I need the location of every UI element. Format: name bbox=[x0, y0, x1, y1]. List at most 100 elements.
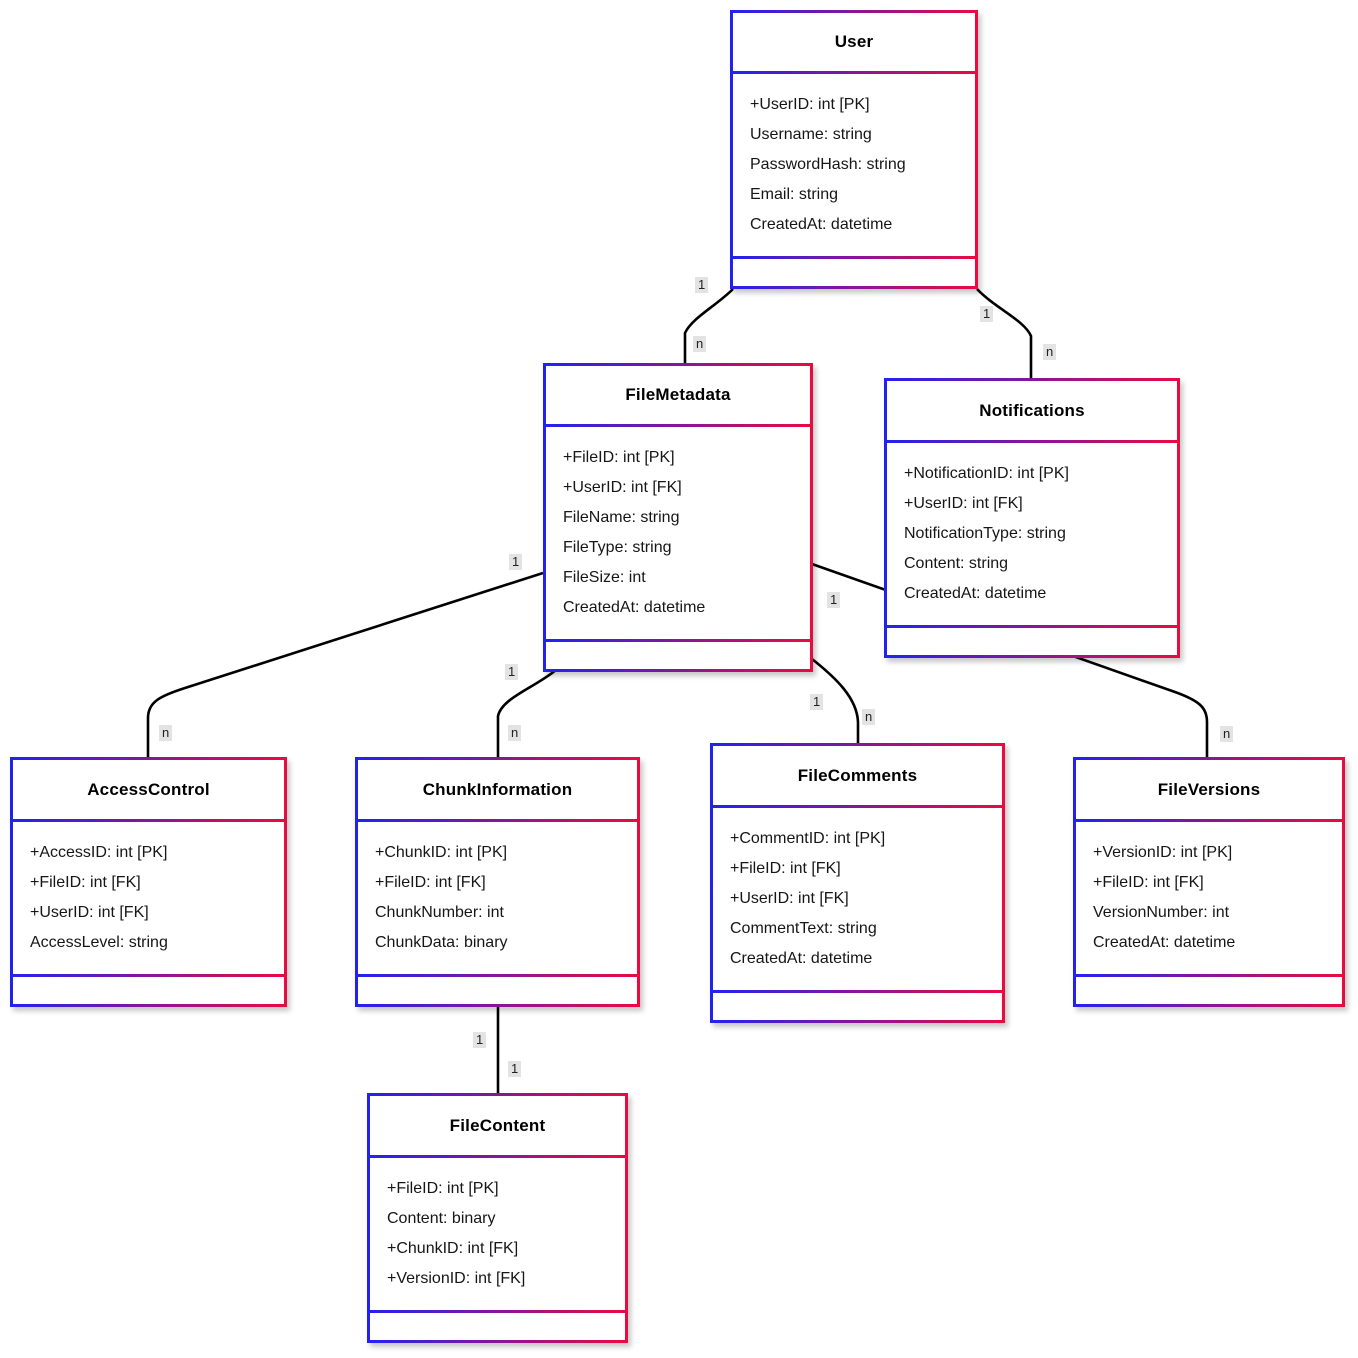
attribute-row: +FileID: int [FK] bbox=[375, 874, 486, 891]
entity-title: ChunkInformation bbox=[422, 779, 573, 799]
relationship-line-file_metadata-file_versions bbox=[811, 562, 1209, 757]
relationship-line-file_metadata-access_control bbox=[146, 571, 544, 757]
attribute-row: FileName: string bbox=[563, 509, 680, 526]
relationship-line-file_metadata-file_comments bbox=[811, 657, 860, 743]
attribute-row: +NotificationID: int [PK] bbox=[904, 465, 1069, 482]
cardinality-label-user-file_metadata-from: 1 bbox=[695, 277, 709, 293]
entity-footer bbox=[733, 259, 975, 286]
attribute-row: ChunkNumber: int bbox=[375, 904, 504, 921]
entity-footer bbox=[713, 993, 1002, 1020]
cardinality-label-file_metadata-file_comments-from: 1 bbox=[810, 694, 824, 710]
attribute-row: CreatedAt: datetime bbox=[750, 216, 893, 233]
footer-separator bbox=[733, 256, 975, 259]
cardinality-label-file_metadata-access_control-from: 1 bbox=[509, 554, 523, 570]
entity-footer bbox=[546, 642, 810, 669]
entity-title: FileComments bbox=[797, 765, 918, 785]
title-separator bbox=[370, 1155, 625, 1158]
cardinality-label-file_metadata-access_control-to: n bbox=[159, 725, 173, 741]
attribute-row: +FileID: int [FK] bbox=[30, 874, 141, 891]
cardinality-label-chunk_information-file_content-from: 1 bbox=[473, 1032, 487, 1048]
attribute-row: FileSize: int bbox=[563, 569, 646, 586]
footer-separator bbox=[713, 990, 1002, 993]
attribute-row: FileType: string bbox=[563, 539, 672, 556]
cardinality-label-user-notifications-from: 1 bbox=[980, 306, 994, 322]
entity-file_metadata: FileMetadata +FileID: int [PK] +UserID: i… bbox=[543, 363, 813, 672]
entity-title: AccessControl bbox=[87, 779, 210, 799]
title-separator bbox=[13, 819, 284, 822]
title-separator bbox=[733, 71, 975, 74]
entity-access_control: AccessControl +AccessID: int [PK] +FileID… bbox=[10, 757, 287, 1007]
attribute-row: PasswordHash: string bbox=[750, 156, 906, 173]
entity-chunk_information: ChunkInformation +ChunkID: int [PK] +File… bbox=[355, 757, 640, 1007]
title-separator bbox=[358, 819, 637, 822]
attribute-row: +FileID: int [PK] bbox=[387, 1180, 499, 1197]
entity-title: FileContent bbox=[449, 1115, 546, 1135]
entity-file_versions: FileVersions +VersionID: int [PK]+FileID… bbox=[1073, 757, 1345, 1007]
entity-title: User bbox=[834, 32, 874, 51]
title-separator bbox=[887, 440, 1177, 443]
cardinality-label-file_metadata-chunk_information-from: 1 bbox=[505, 664, 519, 680]
relationship-line-file_metadata-chunk_information bbox=[496, 668, 557, 757]
attribute-row: +FileID: int [FK] bbox=[730, 860, 841, 877]
attribute-row: +UserID: int [FK] bbox=[563, 479, 682, 496]
entity-attributes: +VersionID: int [PK] +FileID: int [FK] Ver… bbox=[1076, 822, 1342, 974]
attribute-row: CreatedAt: datetime bbox=[904, 585, 1047, 602]
attribute-row: Content: binary bbox=[387, 1210, 496, 1227]
attribute-row: VersionNumber: int bbox=[1093, 904, 1230, 921]
attribute-row: +UserID: int [FK] bbox=[904, 495, 1023, 512]
entity-attributes: +AccessID: int [PK] +FileID: int [FK] +Use… bbox=[13, 822, 284, 974]
attribute-row: +ChunkID: int [PK] bbox=[375, 844, 508, 861]
attribute-row: CreatedAt: datetime bbox=[1093, 934, 1236, 951]
attribute-row: +CommentID: int [PK] bbox=[730, 830, 886, 847]
attribute-row: +FileID: int [PK] bbox=[563, 449, 675, 466]
footer-separator bbox=[370, 1310, 625, 1313]
entity-footer bbox=[13, 977, 284, 1004]
attribute-row: +VersionID: int [PK] bbox=[1093, 844, 1233, 861]
relationship-line-user-file_metadata bbox=[683, 288, 734, 363]
attribute-row: AccessLevel: string bbox=[30, 934, 168, 951]
entity-attributes: +ChunkID: int [PK] +FileID: int [FK] Chunk… bbox=[358, 822, 637, 974]
footer-separator bbox=[546, 639, 810, 642]
attribute-row: +VersionID: int [FK] bbox=[387, 1270, 526, 1287]
relationship-line-user-notifications bbox=[976, 288, 1033, 378]
entity-attributes: +FileID: int [PK] +UserID: int [FK] FileNa… bbox=[546, 427, 810, 639]
attribute-row: Content: string bbox=[904, 555, 1009, 572]
cardinality-label-user-notifications-to: n bbox=[1043, 344, 1057, 360]
footer-separator bbox=[887, 625, 1177, 628]
entity-notifications: Notifications +NotificationID: int [PK]+… bbox=[884, 378, 1180, 658]
entity-attributes: +NotificationID: int [PK] +UserID: int [F… bbox=[887, 443, 1177, 625]
attribute-row: +UserID: int [PK] bbox=[750, 96, 870, 113]
cardinality-label-file_metadata-file_versions-to: n bbox=[1220, 726, 1234, 742]
entity-title: Notifications bbox=[979, 400, 1085, 420]
attribute-row: +UserID: int [FK] bbox=[30, 904, 149, 921]
attribute-row: NotificationType: string bbox=[904, 525, 1066, 542]
attribute-row: +AccessID: int [PK] bbox=[30, 844, 168, 861]
attribute-row: Username: string bbox=[750, 126, 872, 143]
attribute-row: +UserID: int [FK] bbox=[730, 890, 849, 907]
entity-file_comments: FileComments +CommentID: int [PK] +FileID… bbox=[710, 743, 1005, 1023]
footer-separator bbox=[13, 974, 284, 977]
attribute-row: +ChunkID: int [FK] bbox=[387, 1240, 519, 1257]
entity-footer bbox=[887, 628, 1177, 655]
title-separator bbox=[546, 424, 810, 427]
cardinality-label-file_metadata-file_comments-to: n bbox=[862, 709, 876, 725]
entity-attributes: +FileID: int [PK] Content: binary +ChunkID… bbox=[370, 1158, 625, 1310]
cardinality-label-file_metadata-chunk_information-to: n bbox=[508, 725, 522, 741]
attribute-row: CommentText: string bbox=[730, 920, 877, 937]
cardinality-label-user-file_metadata-to: n bbox=[693, 336, 707, 352]
entity-footer bbox=[358, 977, 637, 1004]
title-separator bbox=[713, 805, 1002, 808]
entity-title: FileMetadata bbox=[625, 385, 731, 404]
attribute-row: ChunkData: binary bbox=[375, 934, 508, 951]
cardinality-label-file_metadata-file_versions-from: 1 bbox=[827, 592, 841, 608]
entity-attributes: +CommentID: int [PK] +FileID: int [FK] +Us… bbox=[713, 808, 1002, 990]
attribute-row: +FileID: int [FK] bbox=[1093, 874, 1204, 891]
entity-footer bbox=[370, 1313, 625, 1340]
attribute-row: Email: string bbox=[750, 186, 839, 203]
footer-separator bbox=[1076, 974, 1342, 977]
entity-footer bbox=[1076, 977, 1342, 1004]
